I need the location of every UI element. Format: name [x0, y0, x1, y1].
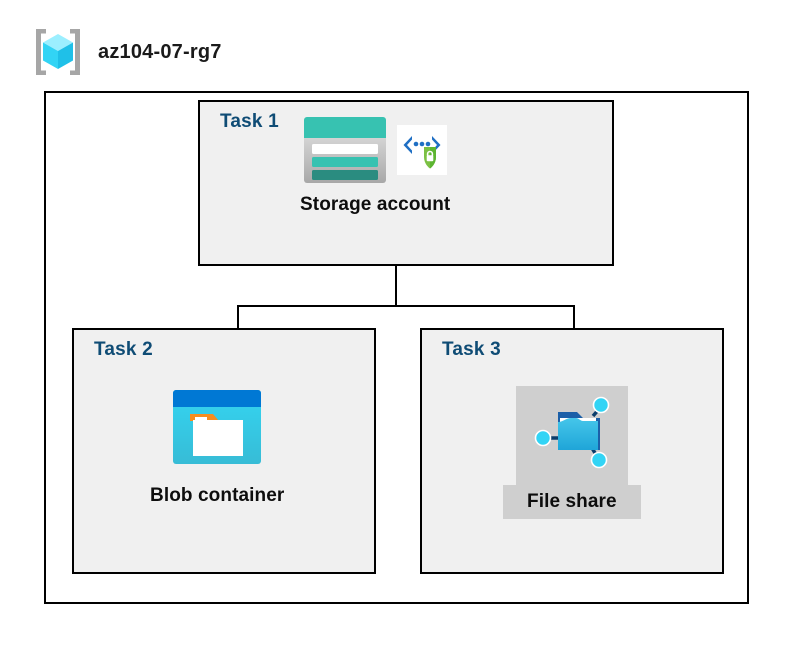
secure-endpoint-shield-icon: [397, 125, 448, 175]
resource-group-header: az104-07-rg7: [30, 26, 222, 78]
blob-container-icon-row: [172, 388, 262, 471]
blob-container-caption: Blob container: [150, 485, 285, 506]
file-share-caption: File share: [503, 485, 641, 519]
resource-group-icon: [36, 29, 80, 75]
resource-group-title: az104-07-rg7: [98, 40, 222, 63]
node-file-share[interactable]: File share: [503, 386, 641, 519]
storage-account-icon-row: [303, 116, 448, 184]
file-share-icon: [534, 396, 610, 469]
file-share-icon-row: [515, 386, 628, 485]
node-storage-account[interactable]: Storage account: [300, 116, 450, 216]
storage-account-caption: Storage account: [300, 194, 451, 215]
connector-storage-to-branch: [395, 266, 397, 306]
task-label-1: Task 1: [220, 111, 279, 132]
blob-container-icon: [173, 390, 262, 464]
node-blob-container[interactable]: Blob container: [150, 388, 284, 507]
task-label-2: Task 2: [94, 339, 153, 360]
task-label-3: Task 3: [442, 339, 501, 360]
connector-branch-crossbar: [237, 305, 575, 307]
storage-account-icon: [304, 117, 387, 183]
task-box-2: Task 2: [72, 328, 376, 574]
